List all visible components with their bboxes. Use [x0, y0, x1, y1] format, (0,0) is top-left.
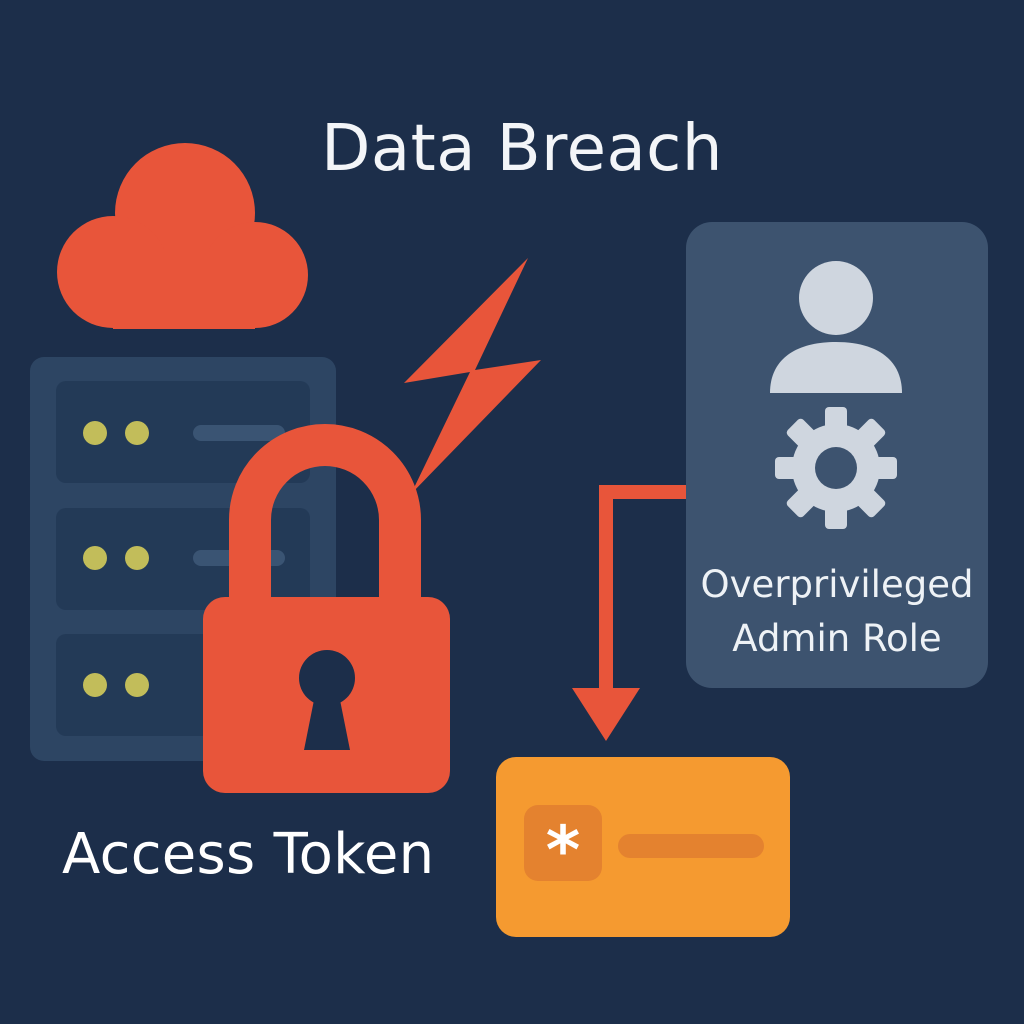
arrow-icon [572, 485, 688, 741]
gear-icon [775, 407, 897, 529]
key-card-icon: * [496, 757, 790, 937]
admin-role-card: Overprivileged Admin Role [686, 222, 988, 688]
diagram-title: Data Breach [321, 112, 723, 186]
role-icons [770, 261, 902, 529]
key-card-bar [618, 834, 764, 858]
lightning-bolt-icon [404, 258, 541, 494]
asterisk-badge: * [524, 805, 602, 889]
access-token-label: Access Token [62, 822, 435, 887]
user-icon [770, 261, 902, 393]
role-label-line-2: Admin Role [732, 617, 942, 660]
padlock-icon [203, 424, 450, 793]
cloud-icon [57, 143, 308, 329]
role-label-line-1: Overprivileged [700, 563, 974, 606]
role-label: Overprivileged Admin Role [686, 558, 988, 666]
